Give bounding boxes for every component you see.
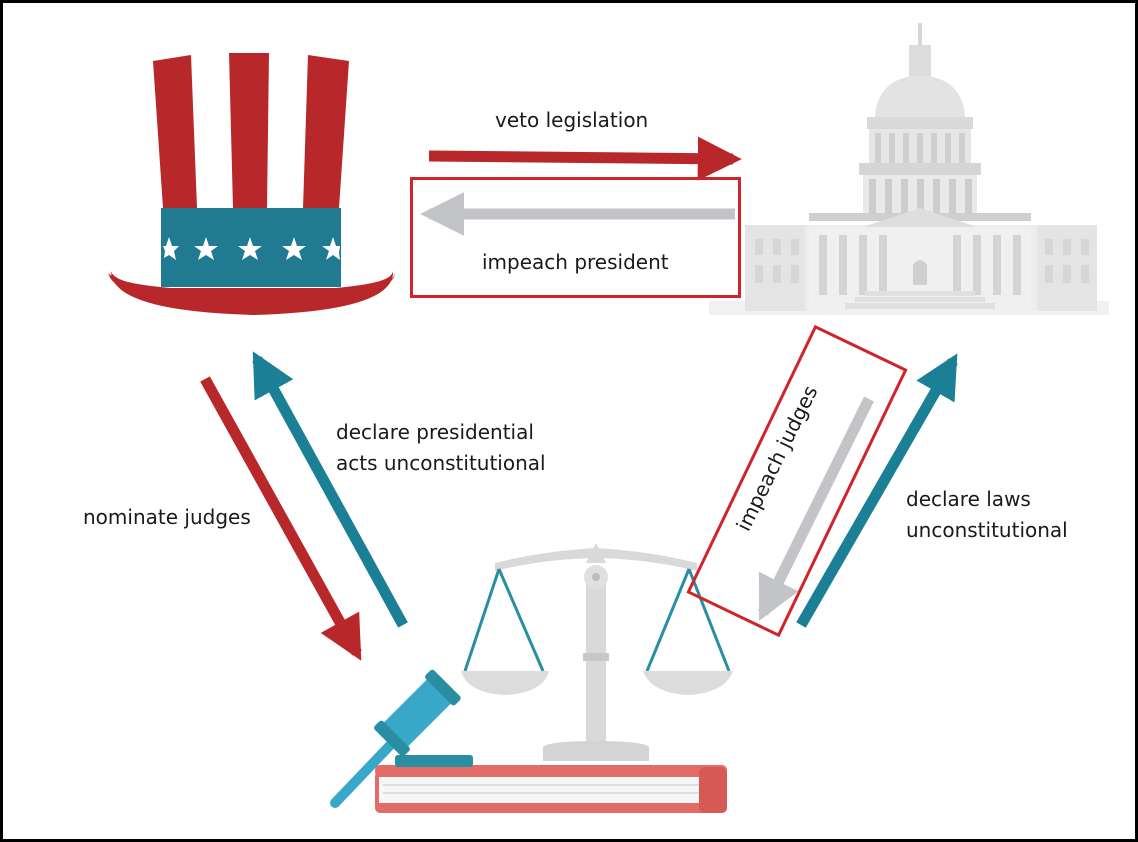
law-book-icon xyxy=(375,765,727,813)
impeach-judges-highlight-box xyxy=(686,324,908,638)
hat-stars xyxy=(163,237,340,260)
declare-laws-line2: unconstitutional xyxy=(906,518,1068,542)
nominate-judges-label: nominate judges xyxy=(83,505,251,529)
capitol-building-icon xyxy=(709,23,1109,315)
nominate-judges-arrow xyxy=(200,376,362,661)
declare-presidential-line2: acts unconstitutional xyxy=(336,451,546,475)
impeach-president-highlight-box xyxy=(410,177,741,298)
declare-presidential-acts-label: declare presidential acts unconstitution… xyxy=(336,417,546,479)
scales-of-justice-icon xyxy=(461,543,733,761)
declare-presidential-line1: declare presidential xyxy=(336,420,534,444)
declare-presidential-acts-unconstitutional-arrow xyxy=(252,351,408,628)
veto-legislation-label: veto legislation xyxy=(495,108,649,132)
declare-laws-unconstitutional-label: declare laws unconstitutional xyxy=(906,484,1068,546)
uncle-sam-hat-icon xyxy=(108,53,395,315)
impeach-president-label: impeach president xyxy=(482,250,669,274)
gavel-icon xyxy=(330,669,473,808)
declare-laws-unconstitutional-arrow xyxy=(796,353,958,628)
veto-legislation-arrow xyxy=(428,136,742,181)
checks-and-balances-diagram xyxy=(108,23,1109,813)
impeach-judges-arrow xyxy=(758,396,874,621)
declare-laws-line1: declare laws xyxy=(906,487,1031,511)
